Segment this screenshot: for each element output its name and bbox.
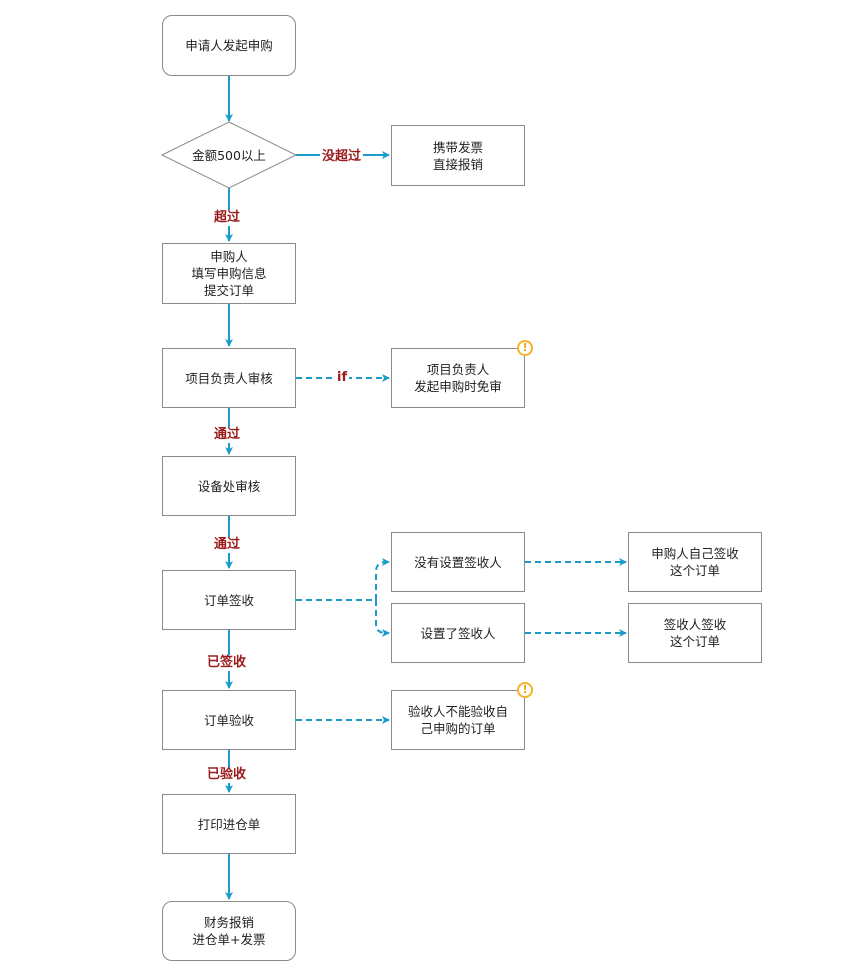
reimburse-node: 财务报销 进仓单+发票 <box>162 901 296 961</box>
carry-invoice-node: 携带发票 直接报销 <box>391 125 525 186</box>
edge-label-signed: 已签收 <box>205 655 249 671</box>
edge-label-if: if <box>335 370 350 386</box>
equip-review-label: 设备处审核 <box>197 478 261 494</box>
edge-label-exceed: 超过 <box>212 210 243 226</box>
self-sign-label: 申购人自己签收 这个订单 <box>651 546 739 578</box>
carry-invoice-label: 携带发票 直接报销 <box>432 139 483 172</box>
has-signer-label: 设置了签收人 <box>420 625 496 641</box>
warning-icon: ! <box>517 340 533 356</box>
no-signer-label: 没有设置签收人 <box>414 554 502 570</box>
decision-diamond <box>160 121 298 189</box>
start-node: 申请人发起申购 <box>162 15 296 76</box>
order-accept-label: 订单验收 <box>203 712 254 728</box>
order-sign-node: 订单签收 <box>162 570 296 630</box>
print-receipt-label: 打印进仓单 <box>197 816 261 832</box>
fill-info-node: 申购人 填写申购信息 提交订单 <box>162 243 296 304</box>
print-receipt-node: 打印进仓单 <box>162 794 296 854</box>
edge-label-pass-1: 通过 <box>212 427 243 443</box>
edge-label-pass-2: 通过 <box>212 537 243 553</box>
pm-exempt-node: 项目负责人 发起申购时免审 <box>391 348 525 408</box>
accept-note-label: 验收人不能验收自 己申购的订单 <box>407 704 508 736</box>
self-sign-node: 申购人自己签收 这个订单 <box>628 532 762 592</box>
pm-exempt-label: 项目负责人 发起申购时免审 <box>414 362 502 394</box>
warning-icon: ! <box>517 682 533 698</box>
equip-review-node: 设备处审核 <box>162 456 296 516</box>
signer-sign-node: 签收人签收 这个订单 <box>628 603 762 663</box>
fill-info-label: 申购人 填写申购信息 提交订单 <box>191 249 267 298</box>
reimburse-label: 财务报销 进仓单+发票 <box>192 915 266 947</box>
pm-review-label: 项目负责人审核 <box>185 370 273 386</box>
edge-label-not-exceed: 没超过 <box>320 149 364 165</box>
accept-note-node: 验收人不能验收自 己申购的订单 <box>391 690 525 750</box>
decision-label: 金额500以上 <box>192 148 266 163</box>
has-signer-node: 设置了签收人 <box>391 603 525 663</box>
order-sign-label: 订单签收 <box>203 592 254 608</box>
signer-sign-label: 签收人签收 这个订单 <box>663 617 727 649</box>
arrow-sign-to-no-signer <box>296 558 390 601</box>
pm-review-node: 项目负责人审核 <box>162 348 296 408</box>
start-label: 申请人发起申购 <box>185 38 273 53</box>
no-signer-node: 没有设置签收人 <box>391 532 525 592</box>
arrow-sign-to-has-signer <box>375 600 390 637</box>
edge-label-accepted: 已验收 <box>205 767 249 783</box>
order-accept-node: 订单验收 <box>162 690 296 750</box>
